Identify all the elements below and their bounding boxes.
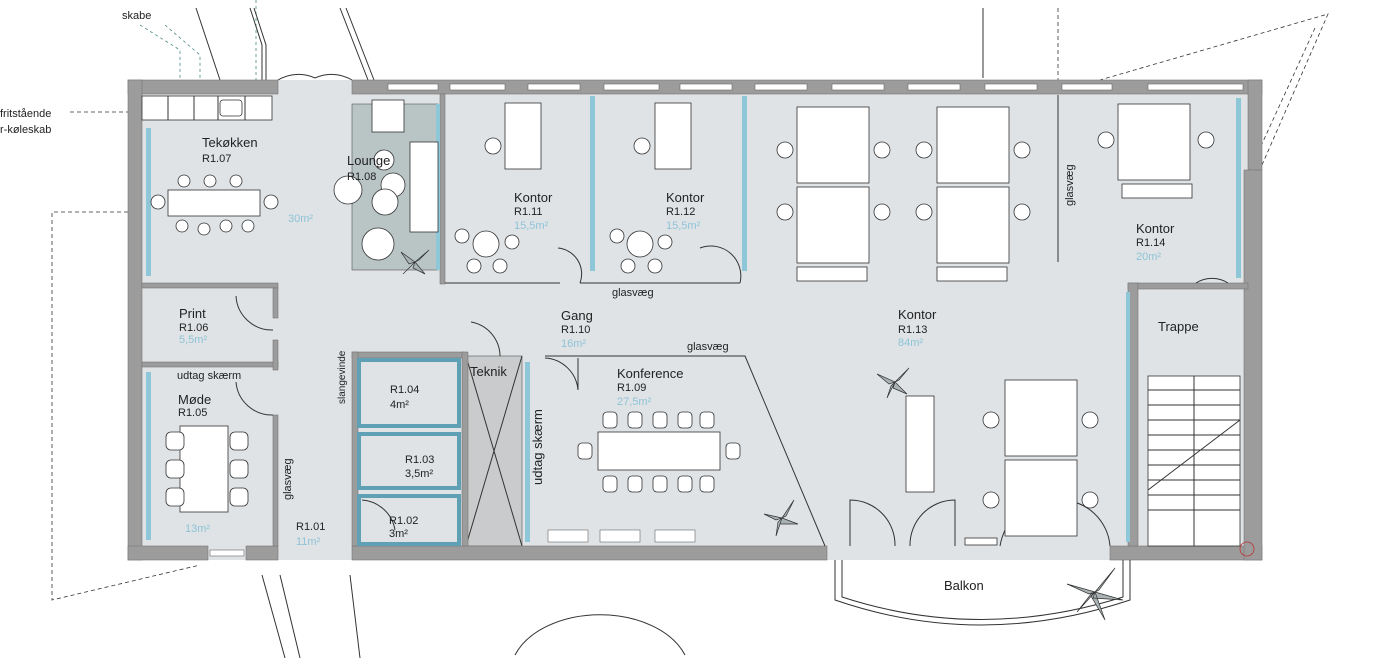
room-id: R1.02 bbox=[389, 515, 418, 527]
room-id: R1.13 bbox=[898, 324, 927, 336]
room-r104: R1.04 4m² bbox=[390, 384, 419, 411]
room-area: 20m² bbox=[1136, 251, 1161, 263]
kitchen-counter bbox=[141, 95, 273, 121]
staircase bbox=[1147, 375, 1241, 547]
room-area: 4m² bbox=[390, 399, 409, 411]
room-r111: Kontor R1.11 15,5m² bbox=[514, 190, 553, 232]
screen-outlet-label: udtag skærm bbox=[530, 409, 545, 485]
room-name: Gang bbox=[561, 308, 593, 323]
room-area: 11m² bbox=[296, 536, 321, 548]
room-area: 30m² bbox=[288, 213, 313, 225]
room-id: R1.10 bbox=[561, 324, 590, 336]
room-r103: R1.03 3,5m² bbox=[405, 454, 434, 480]
room-area: 3m² bbox=[389, 528, 408, 540]
room-area: 27,5m² bbox=[617, 396, 652, 408]
room-id: R1.14 bbox=[1136, 237, 1165, 249]
room-area: 3,5m² bbox=[405, 468, 433, 480]
glass-wall-label: glasvæg bbox=[687, 341, 729, 353]
room-r114: Kontor R1.14 20m² bbox=[1136, 221, 1175, 263]
room-r106: Print R1.06 5,5m² bbox=[179, 306, 208, 346]
room-area: 5,5m² bbox=[179, 334, 207, 346]
room-r107: Tekøkken R1.07 30m² bbox=[202, 135, 313, 225]
furniture bbox=[150, 99, 1255, 557]
cabinets-label: skabe bbox=[122, 10, 151, 22]
screen-outlet-label: udtag skærm bbox=[177, 370, 241, 382]
floor-area bbox=[128, 80, 1262, 560]
glass-wall-label: glasvæg bbox=[612, 287, 654, 299]
room-name: Tekøkken bbox=[202, 135, 258, 150]
room-name: Kontor bbox=[514, 190, 553, 205]
room-id: R1.09 bbox=[617, 382, 646, 394]
room-id: R1.05 bbox=[178, 407, 207, 419]
room-r109: Konference R1.09 27,5m² bbox=[617, 366, 684, 408]
shaft-cross bbox=[465, 355, 523, 547]
room-id: R1.01 bbox=[296, 521, 325, 533]
fridge-label-2: r-køleskab bbox=[0, 124, 51, 136]
fridge-label-1: fritstående bbox=[0, 108, 51, 120]
room-id: R1.06 bbox=[179, 322, 208, 334]
room-name: Kontor bbox=[666, 190, 705, 205]
room-id: R1.08 bbox=[347, 171, 376, 183]
room-r108: Lounge R1.08 bbox=[347, 153, 390, 183]
room-name: Lounge bbox=[347, 153, 390, 168]
room-r101: R1.01 11m² bbox=[296, 521, 325, 548]
doors bbox=[235, 73, 1229, 547]
glass-wall-label: glasvæg bbox=[1064, 164, 1076, 206]
technical-label: Teknik bbox=[470, 364, 507, 379]
balcony-label: Balkon bbox=[944, 578, 984, 593]
glass-wall-label: glasvæg bbox=[282, 458, 294, 500]
room-name: Konference bbox=[617, 366, 684, 381]
room-name: Kontor bbox=[898, 307, 937, 322]
room-r113: Kontor R1.13 84m² bbox=[898, 307, 937, 349]
room-r110: Gang R1.10 16m² bbox=[561, 308, 593, 350]
room-area: 15,5m² bbox=[514, 220, 549, 232]
room-name: Møde bbox=[178, 392, 211, 407]
room-r112: Kontor R1.12 15,5m² bbox=[666, 190, 705, 232]
room-name: Print bbox=[179, 306, 206, 321]
walls bbox=[127, 79, 1263, 561]
windows bbox=[209, 83, 1244, 557]
toilets bbox=[357, 358, 461, 546]
stairs-label: Trappe bbox=[1158, 319, 1199, 334]
room-id: R1.03 bbox=[405, 454, 434, 466]
hose-reel-label: slangevinde bbox=[337, 350, 348, 404]
room-area: 13m² bbox=[185, 523, 210, 535]
room-id: R1.04 bbox=[390, 384, 419, 396]
room-id: R1.11 bbox=[514, 206, 543, 218]
room-name: Kontor bbox=[1136, 221, 1175, 236]
plant-icons bbox=[400, 249, 1124, 621]
room-r105: Møde R1.05 13m² bbox=[178, 392, 211, 535]
room-area: 15,5m² bbox=[666, 220, 701, 232]
room-area: 84m² bbox=[898, 337, 923, 349]
room-area: 16m² bbox=[561, 338, 586, 350]
room-r102: R1.02 3m² bbox=[389, 515, 418, 540]
room-id: R1.12 bbox=[666, 206, 695, 218]
exterior-lines bbox=[51, 0, 1329, 658]
room-id: R1.07 bbox=[202, 153, 231, 165]
